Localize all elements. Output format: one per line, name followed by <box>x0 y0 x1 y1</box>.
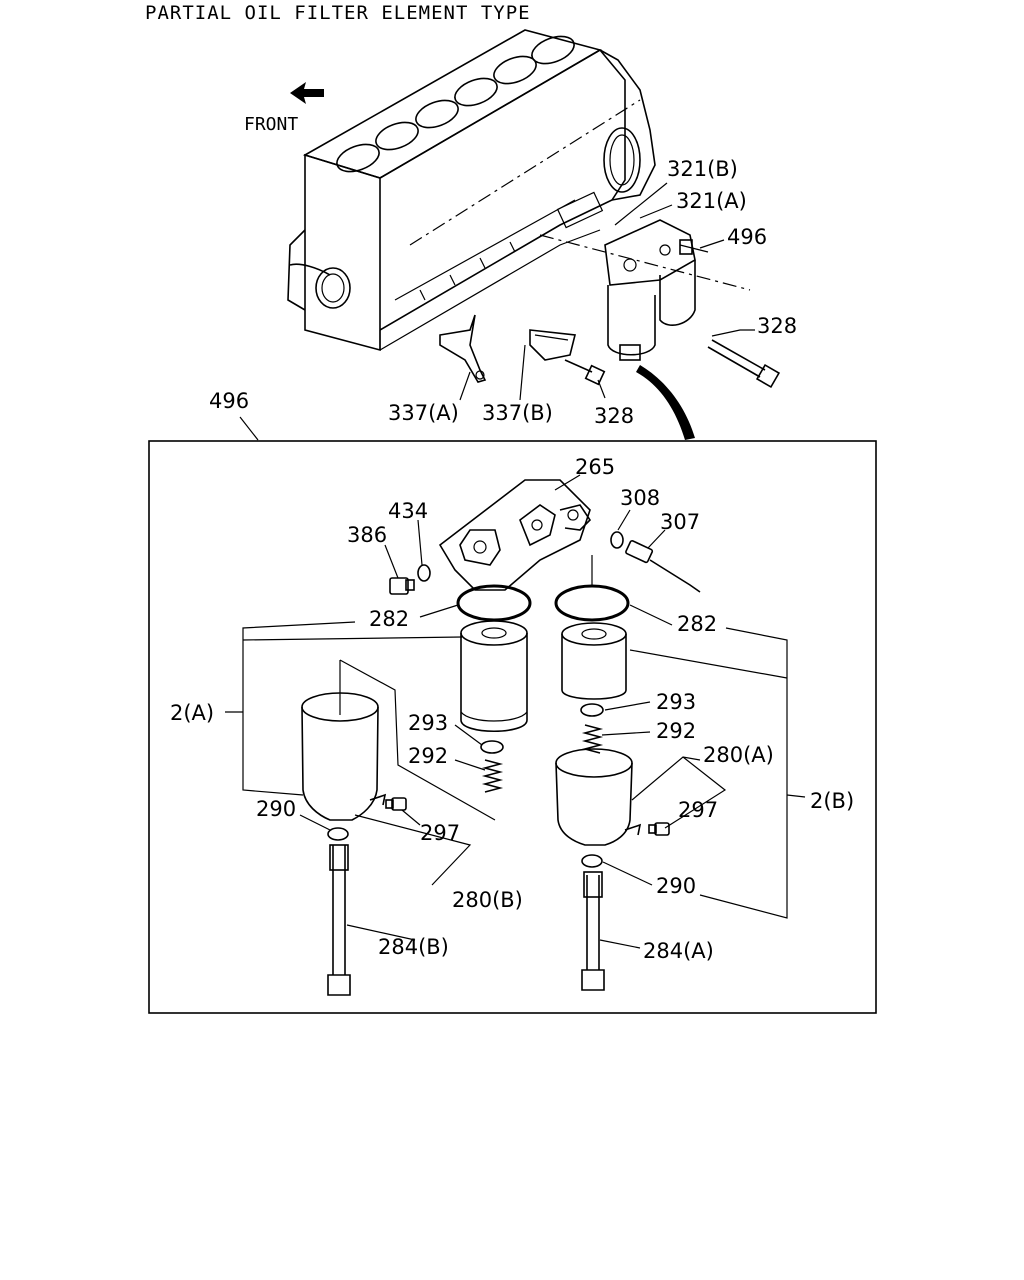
diagram-title: PARTIAL OIL FILTER ELEMENT TYPE <box>145 2 531 24</box>
leader-lines-box <box>225 474 806 949</box>
callout-292-right: 292 <box>656 719 696 743</box>
callout-293-right: 293 <box>656 690 696 714</box>
callout-434: 434 <box>388 499 428 523</box>
callout-284a: 284(A) <box>643 939 714 963</box>
leader-lines-top <box>239 182 755 441</box>
callout-328-bottom: 328 <box>594 404 634 428</box>
gasket-282-right <box>554 584 630 622</box>
callout-293-left: 293 <box>408 711 448 735</box>
callout-282-right: 282 <box>677 612 717 636</box>
drain-plug-386 <box>389 577 415 595</box>
callout-297-left: 297 <box>420 821 460 845</box>
gasket-434 <box>417 564 431 582</box>
filter-assembly-small <box>604 219 709 361</box>
washer-293-left <box>480 740 504 754</box>
callout-2b: 2(B) <box>810 789 854 813</box>
detail-box <box>148 440 877 1014</box>
detail-arrow-icon <box>636 365 695 440</box>
spring-292-right <box>581 724 604 754</box>
callout-308: 308 <box>620 486 660 510</box>
bolt-284a <box>581 871 605 991</box>
callout-282-left: 282 <box>369 607 409 631</box>
plug-297-left <box>385 797 407 811</box>
filter-element-left <box>460 620 528 733</box>
callout-337a: 337(A) <box>388 401 459 425</box>
o-ring-290-right <box>581 854 603 868</box>
callout-386: 386 <box>347 523 387 547</box>
engine-block <box>287 29 751 352</box>
callout-292-left: 292 <box>408 744 448 768</box>
callout-297-right: 297 <box>678 798 718 822</box>
washer-293-right <box>580 703 604 717</box>
bolt-328-bottom <box>564 359 606 386</box>
front-label: FRONT <box>244 114 299 135</box>
callout-280a: 280(A) <box>703 743 774 767</box>
callout-290-right: 290 <box>656 874 696 898</box>
bolt-284b <box>327 844 351 996</box>
callout-337b: 337(B) <box>482 401 553 425</box>
sensor-307 <box>625 540 701 593</box>
bolt-328-right <box>707 339 781 389</box>
callout-280b: 280(B) <box>452 888 523 912</box>
plug-297-right <box>648 822 670 836</box>
filter-bowl-right <box>555 748 642 846</box>
callout-321b: 321(B) <box>667 157 738 181</box>
callout-284b: 284(B) <box>378 935 449 959</box>
callout-321a: 321(A) <box>676 189 747 213</box>
callout-290-left: 290 <box>256 797 296 821</box>
o-ring-290-left <box>327 827 349 841</box>
filter-element-right <box>561 622 627 700</box>
callout-496-box: 496 <box>209 389 249 413</box>
callout-265: 265 <box>575 455 615 479</box>
bracket-337a <box>439 314 487 383</box>
o-ring-308 <box>610 531 624 549</box>
bracket-337b <box>529 329 576 361</box>
callout-307: 307 <box>660 510 700 534</box>
callout-2a: 2(A) <box>170 701 214 725</box>
gasket-282-left <box>456 584 532 622</box>
callout-328-right: 328 <box>757 314 797 338</box>
spring-292-left <box>481 759 504 793</box>
filter-bowl-left <box>301 660 387 821</box>
callout-496-top: 496 <box>727 225 767 249</box>
front-arrow-icon <box>290 82 324 104</box>
filter-housing <box>438 479 592 591</box>
